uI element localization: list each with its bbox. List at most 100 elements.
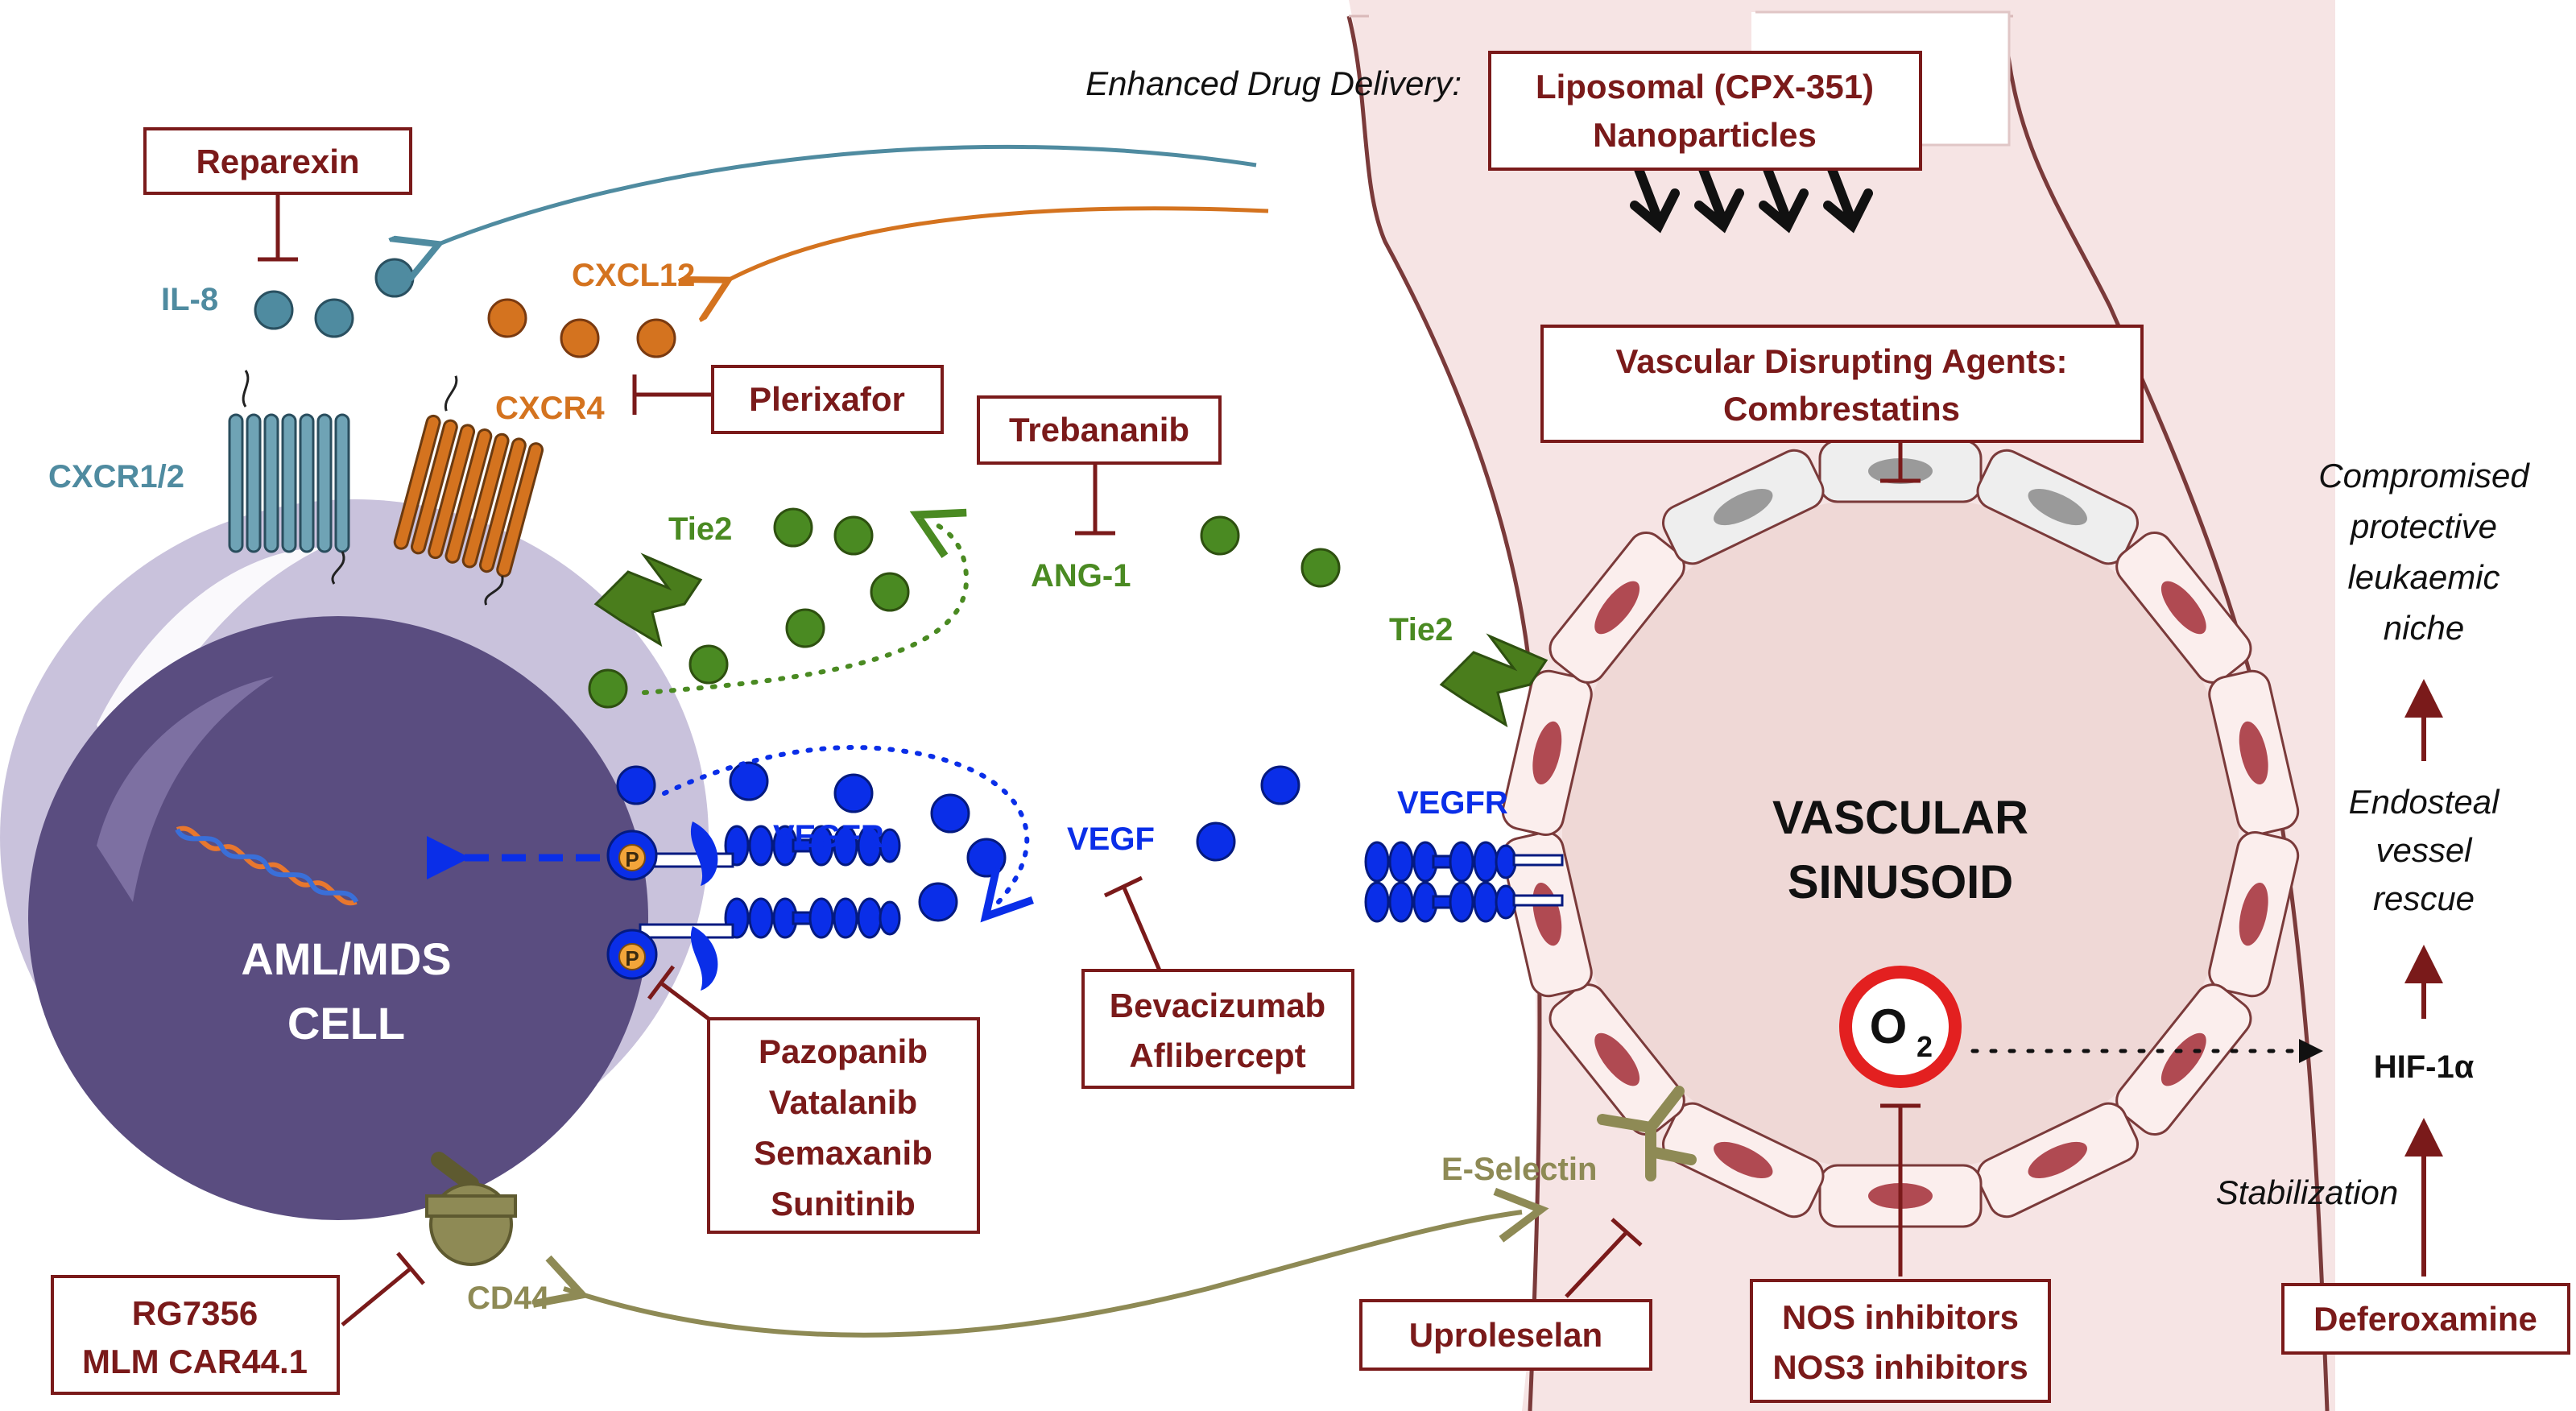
enhanced-delivery-label: Enhanced Drug Delivery: [1085, 64, 1462, 102]
tki-1: Pazopanib [759, 1032, 928, 1070]
vegfr-receptor-vessel-icon [1364, 841, 1564, 923]
drug-box-nos: NOS inhibitors NOS3 inhibitors [1750, 1279, 2051, 1403]
vegf-ligand [833, 773, 874, 813]
vegfr-receptor-cell-icon: P P [606, 821, 901, 991]
il8-label: IL-8 [161, 282, 218, 317]
cxcr4-receptor-icon [393, 375, 544, 606]
liposomal-line2: Nanoparticles [1593, 116, 1817, 154]
drug-box-cd44: RG7356 MLM CAR44.1 [51, 1275, 340, 1395]
liposomal-line1: Liposomal (CPX-351) [1536, 68, 1874, 106]
drug-box-vda: Vascular Disrupting Agents: Combrestatin… [1540, 325, 2144, 443]
drug-box-tki: Pazopanib Vatalanib Semaxanib Sunitinib [707, 1017, 980, 1234]
drug-box-liposomal: Liposomal (CPX-351) Nanoparticles [1488, 51, 1922, 171]
vegf-ligand [918, 882, 958, 922]
vessel-label-line2: SINUSOID [1788, 856, 2013, 908]
endothelial-cell [2115, 531, 2252, 684]
endothelial-cell [1548, 983, 1685, 1136]
phospho-label: P [625, 847, 639, 871]
vegf-ligand [966, 838, 1007, 878]
plerixafor-text: Plerixafor [749, 380, 905, 418]
endothelial-cell [2115, 983, 2252, 1136]
endothelial-lining [1501, 439, 2300, 1228]
vegf-ligand [616, 765, 656, 805]
rescue-line3: rescue [2373, 879, 2475, 917]
endothelial-cell [2208, 831, 2300, 998]
cd44-ab-2: MLM CAR44.1 [82, 1343, 308, 1380]
cxcr12-receptor-icon [228, 370, 350, 585]
ang1-ligand [870, 572, 910, 612]
cd44-eselectin-arrow [532, 1187, 1549, 1338]
dna-helix-icon [175, 825, 359, 906]
phospho-badge [618, 943, 646, 970]
deferoxamine-text: Deferoxamine [2313, 1300, 2537, 1338]
cxcl12-ligand [636, 318, 676, 358]
vessel-outer-right-edge [2003, 23, 2330, 1411]
endothelial-cell [1976, 449, 2139, 565]
il8-migration-arrow [435, 144, 1257, 246]
ang1-autocrine-arrow [642, 508, 970, 695]
vegf-ligands [616, 761, 1300, 922]
drug-box-trebananib: Trebananib [977, 395, 1222, 465]
vegf-ligand [729, 761, 769, 801]
ang1-ligand [688, 644, 729, 685]
reparexin-text: Reparexin [196, 143, 359, 180]
anti-vegf-2: Aflibercept [1129, 1037, 1305, 1074]
vegfr-vessel-label: VEGFR [1397, 785, 1508, 821]
cd44-icon [425, 1152, 517, 1266]
tki-3: Semaxanib [754, 1134, 932, 1172]
ang1-label: ANG-1 [1031, 558, 1131, 594]
endothelial-cell [1548, 531, 1685, 684]
ang1-ligands [588, 507, 1341, 709]
ang1-ligand [1300, 548, 1341, 588]
tki-4: Sunitinib [771, 1185, 916, 1223]
phospho-label: P [625, 946, 639, 970]
ang1-ligand [588, 668, 628, 709]
endothelial-cell [1501, 669, 1593, 836]
il8-ligand [254, 290, 294, 330]
oxygen-icon: O 2 [1839, 966, 1962, 1088]
vegf-label: VEGF [1067, 821, 1155, 857]
vegfr-cell-label: VEGFR [773, 819, 884, 854]
ang1-ligand [773, 507, 813, 548]
nucleus [28, 616, 648, 1220]
cxcl12-ligands [487, 298, 676, 358]
stabilization-label: Stabilization [2216, 1173, 2398, 1211]
vessel-label-line1: VASCULAR [1772, 792, 2028, 844]
drug-box-deferoxamine: Deferoxamine [2281, 1283, 2570, 1355]
cxcl12-ligand [560, 318, 600, 358]
il8-ligands [254, 258, 415, 338]
vegf-ligand [1260, 765, 1300, 805]
vda-line1: Vascular Disrupting Agents: [1616, 342, 2068, 380]
cxcl12-migration-arrow [725, 206, 1269, 282]
nucleus-highlight [97, 677, 274, 902]
niche-line1: Compromised [2318, 457, 2530, 494]
drug-box-plerixafor: Plerixafor [711, 365, 944, 434]
cell-label-line2: CELL [287, 998, 405, 1049]
nos-2: NOS3 inhibitors [1772, 1348, 2028, 1386]
il8-ligand [314, 298, 354, 338]
cxcr4-label: CXCR4 [495, 391, 605, 426]
endothelial-cell [1976, 1102, 2139, 1219]
phospho-badge [618, 844, 646, 871]
drug-box-uproleselan: Uproleselan [1359, 1299, 1652, 1371]
niche-line3: leukaemic [2347, 558, 2500, 596]
o2-label: O [1870, 999, 1908, 1053]
rescue-line1: Endosteal [2349, 783, 2500, 821]
ang1-ligand [785, 608, 825, 648]
niche-line4: niche [2384, 609, 2464, 647]
drug-box-reparexin: Reparexin [143, 127, 412, 195]
tie2-cell-label: Tie2 [668, 511, 732, 547]
il8-ligand [374, 258, 415, 298]
inhibition-lines [258, 193, 1921, 1326]
drug-delivery-arrows [1630, 164, 1873, 234]
hif-label: HIF-1α [2374, 1049, 2475, 1085]
ang1-ligand [1200, 515, 1240, 556]
cd44-ab-1: RG7356 [132, 1294, 258, 1332]
trebananib-text: Trebananib [1009, 411, 1189, 449]
uproleselan-text: Uproleselan [1409, 1316, 1602, 1354]
vda-line2: Combrestatins [1723, 390, 1960, 428]
rescue-line2: vessel [2375, 831, 2473, 869]
drug-box-anti-vegf: Bevacizumab Aflibercept [1081, 969, 1354, 1089]
ang1-ligand [833, 515, 874, 556]
cxcl12-label: CXCL12 [572, 258, 695, 293]
